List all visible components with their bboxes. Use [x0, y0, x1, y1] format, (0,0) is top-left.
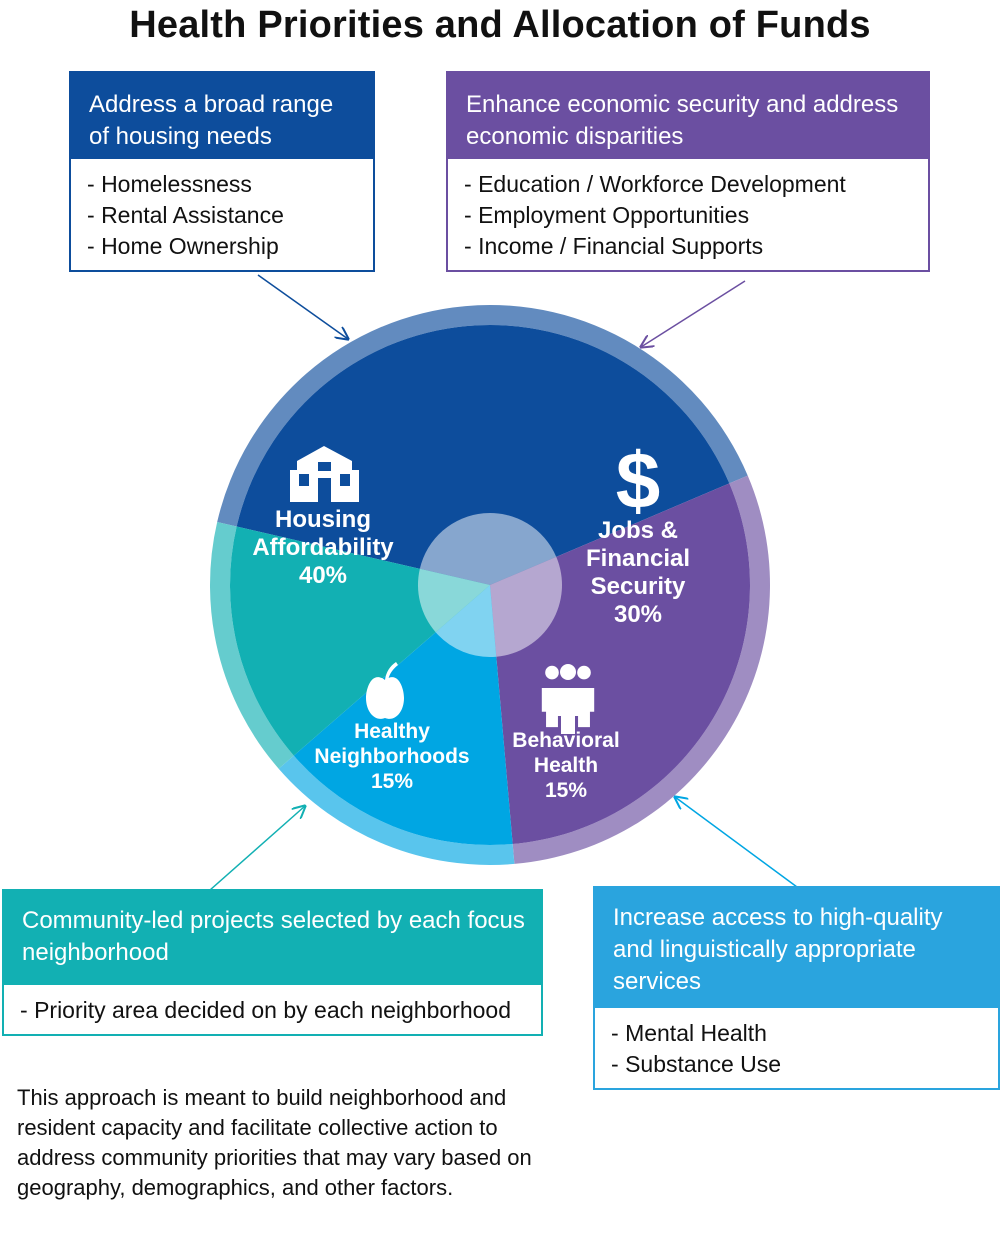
pie-hub-jobs	[490, 556, 562, 657]
list-item: Mental Health	[611, 1018, 984, 1049]
pie-label-healthy: Healthy	[354, 720, 430, 743]
house-icon	[290, 446, 359, 502]
services-access-heading: Increase access to high-quality and ling…	[595, 888, 998, 1008]
pie-ring-jobs	[512, 475, 770, 864]
pie-label-behavioral: Health	[534, 754, 598, 777]
connector-arrow-behavioral	[675, 797, 798, 888]
list-item: Home Ownership	[87, 231, 359, 262]
pie-ring-behavioral	[278, 755, 515, 865]
page-title: Health Priorities and Allocation of Fund…	[129, 4, 871, 46]
list-item: Priority area decided on by each neighbo…	[20, 995, 527, 1026]
services-access-list: Mental Health Substance Use	[595, 1008, 998, 1088]
list-item: Homelessness	[87, 169, 359, 200]
pie-slice-behavioral	[293, 585, 513, 845]
pie-slice-housing	[236, 325, 730, 585]
pie-hub-behavioral	[435, 585, 497, 657]
pie-hub-housing	[419, 513, 557, 585]
community-projects-list: Priority area decided on by each neighbo…	[4, 985, 541, 1034]
pie-label-pct-behavioral: 15%	[545, 779, 587, 802]
housing-needs-heading: Address a broad range of housing needs	[71, 73, 373, 159]
connector-arrow-healthy	[209, 806, 305, 891]
community-projects-box: Community-led projects selected by each …	[2, 889, 543, 1036]
pie-label-behavioral: Behavioral	[512, 729, 619, 752]
pie-label-healthy: Neighborhoods	[314, 745, 469, 768]
list-item: Income / Financial Supports	[464, 231, 914, 262]
approach-note: This approach is meant to build neighbor…	[17, 1085, 532, 1200]
pie-label-housing: Affordability	[252, 534, 394, 561]
pie-label-jobs: Jobs &	[598, 517, 678, 544]
pie-label-pct-jobs: 30%	[614, 601, 662, 628]
pie-ring-housing	[217, 305, 748, 527]
list-item: Education / Workforce Development	[464, 169, 914, 200]
pie-ring-healthy	[210, 522, 294, 769]
list-item: Employment Opportunities	[464, 200, 914, 231]
economic-security-list: Education / Workforce Development Employ…	[448, 159, 928, 270]
pie-label-jobs: Security	[591, 573, 686, 600]
housing-needs-box: Address a broad range of housing needs H…	[69, 71, 375, 272]
services-access-box: Increase access to high-quality and ling…	[593, 886, 1000, 1090]
list-item: Substance Use	[611, 1049, 984, 1080]
pie-hub-healthy	[418, 568, 490, 633]
list-item: Rental Assistance	[87, 200, 359, 231]
housing-needs-list: Homelessness Rental Assistance Home Owne…	[71, 159, 373, 270]
people-icon	[541, 664, 595, 734]
community-projects-heading: Community-led projects selected by each …	[4, 891, 541, 985]
apple-icon	[366, 662, 404, 719]
pie-label-housing: Housing	[275, 506, 371, 533]
dollar-icon: $	[616, 436, 661, 525]
economic-security-box: Enhance economic security and address ec…	[446, 71, 930, 272]
pie-label-jobs: Financial	[586, 545, 690, 572]
pie-label-pct-housing: 40%	[299, 562, 347, 589]
pie-label-pct-healthy: 15%	[371, 770, 413, 793]
connector-arrow-housing	[257, 274, 348, 339]
connector-arrow-jobs	[641, 280, 746, 347]
economic-security-heading: Enhance economic security and address ec…	[448, 73, 928, 159]
